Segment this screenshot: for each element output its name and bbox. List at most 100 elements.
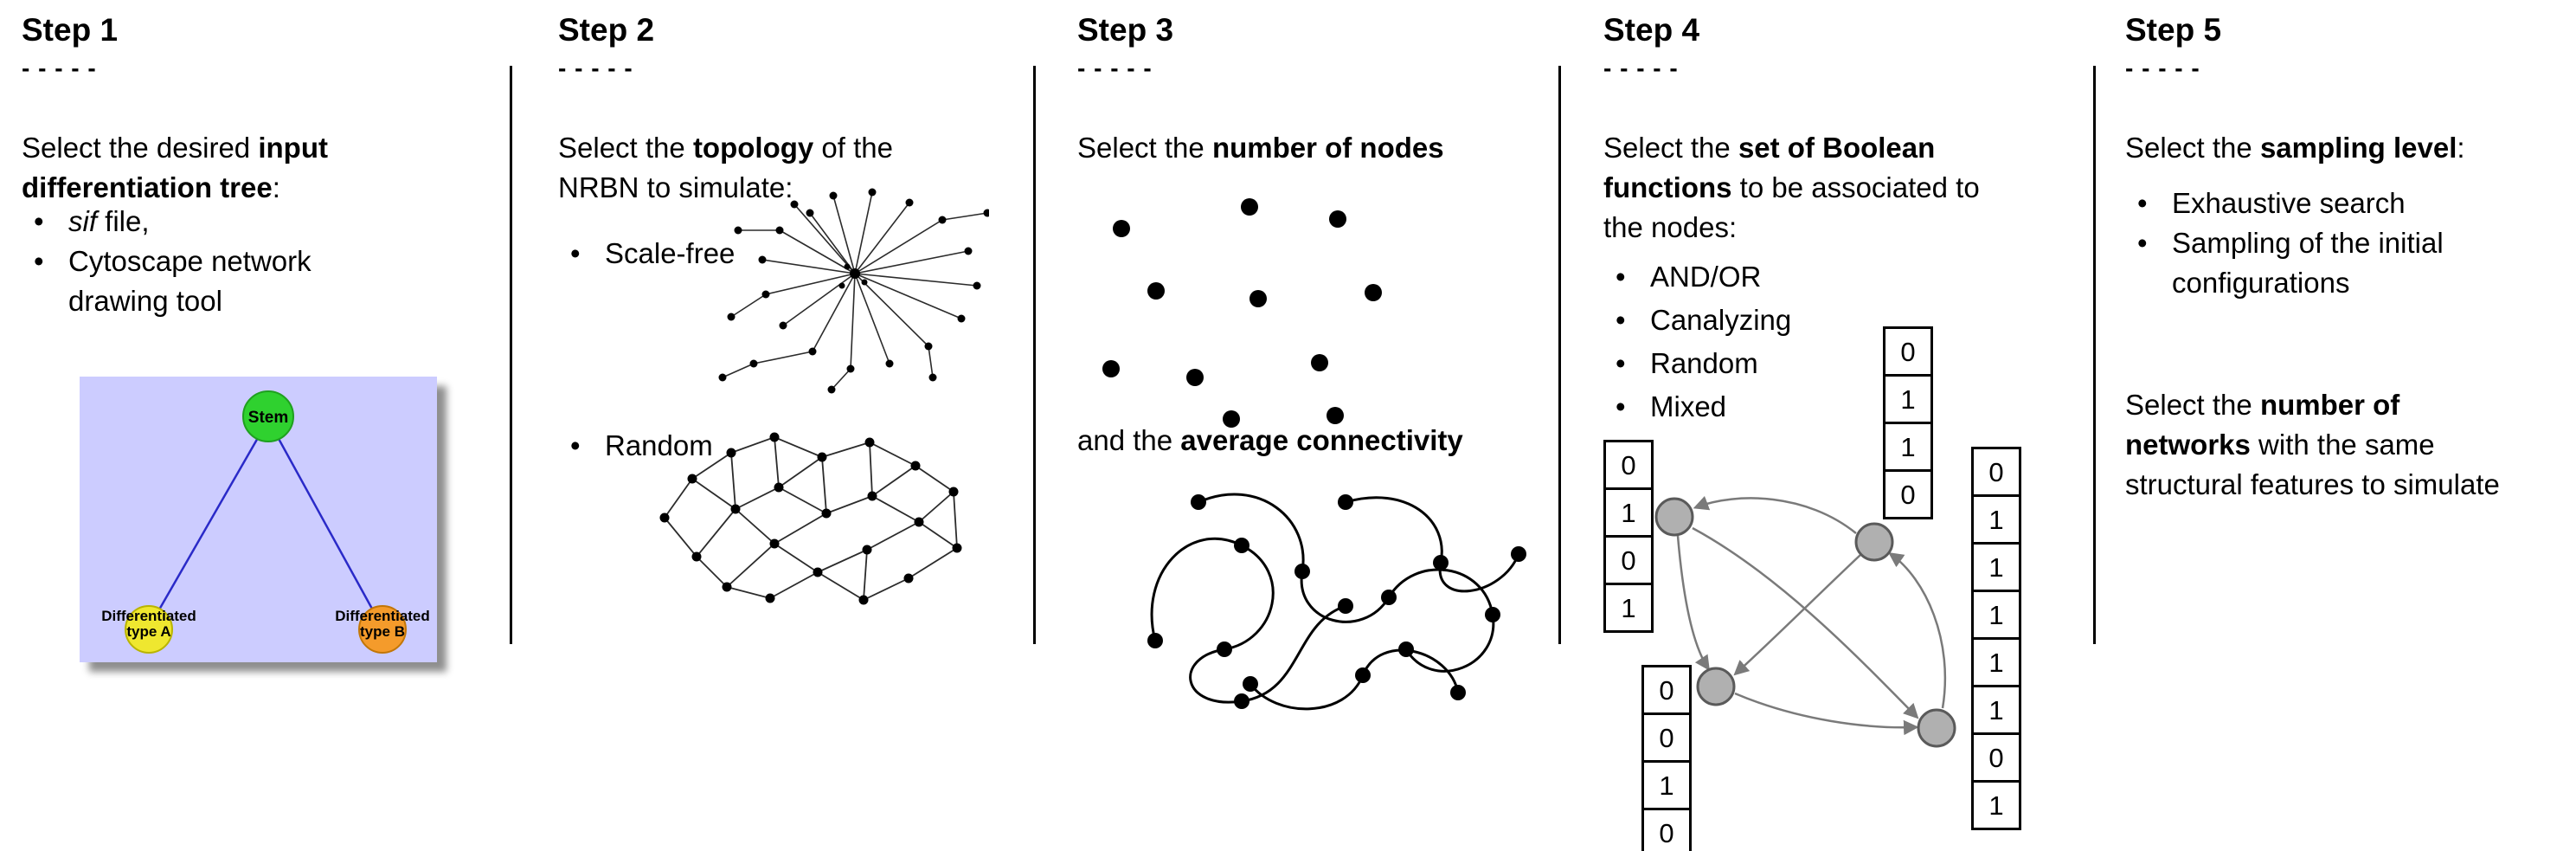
step5-bullets: • Exhaustive search • Sampling of the in… (2132, 184, 2518, 303)
truth-table-cell: 1 (1603, 487, 1654, 538)
truth-table-cell: 0 (1971, 732, 2021, 783)
truth-table-cell: 1 (1641, 760, 1692, 810)
bullet-marker: • (34, 245, 44, 277)
truth-table-cell: 1 (1971, 685, 2021, 735)
boolean-network-graph (1654, 495, 1956, 748)
step5-bullet-exhaustive: • Exhaustive search (2132, 184, 2518, 223)
exhaustive-search-label: Exhaustive search (2172, 187, 2406, 219)
truth-table-cell: 0 (1603, 440, 1654, 490)
step1-intro-colon: : (272, 171, 280, 203)
nodes-dots-figure (1102, 198, 1382, 428)
step4-intro-bold: set of Boolean functions (1603, 132, 1936, 203)
step3-intro-text: Select the (1077, 132, 1212, 164)
scale-free-nodes (718, 188, 989, 394)
differentiation-tree-figure: Stem Differentiated type A Differentiate… (80, 377, 437, 662)
truth-table-cell: 1 (1971, 542, 2021, 592)
step5-intro: Select the sampling level: (2125, 128, 2566, 168)
connectivity-tangle-figure (1147, 493, 1526, 711)
step3-title: Step 3 (1077, 12, 1174, 48)
step5-dashes: - - - - - (2125, 55, 2200, 81)
step1-bullet-sif: • sif file, (29, 202, 392, 242)
step4-bullet-random: • Random (1610, 344, 1791, 387)
tangle-curves (1150, 493, 1520, 711)
sif-italic: sif (68, 205, 97, 237)
truth-table-cell: 1 (1883, 422, 1933, 472)
truth-table-cell: 0 (1883, 469, 1933, 519)
step4-dashes: - - - - - (1603, 55, 1679, 81)
andor-label: AND/OR (1650, 261, 1762, 293)
networks-l2-text: with the same (2250, 429, 2435, 461)
step5-intro-colon: : (2457, 132, 2465, 164)
scale-free-label: Scale-free (605, 237, 736, 269)
network-nodes (1654, 497, 1956, 748)
truth-table-cell: 0 (1603, 535, 1654, 585)
bullet-marker: • (1616, 390, 1626, 422)
truth-table-cell: 0 (1641, 665, 1692, 715)
step1-bullet-sif-text: sif file, (68, 202, 150, 242)
truth-table-cell: 0 (1883, 326, 1933, 377)
truth-table-cell: 0 (1971, 447, 2021, 497)
bullet-marker: • (34, 205, 44, 237)
step2-dashes: - - - - - (558, 55, 633, 81)
truth-table-cell: 1 (1971, 590, 2021, 640)
divider-3 (1558, 66, 1561, 644)
stem-node (242, 390, 294, 442)
divider-2 (1033, 66, 1036, 644)
step4-title: Step 4 (1603, 12, 1700, 48)
random-functions-label: Random (1650, 347, 1758, 379)
step2-intro-rest: of the NRBN to simulate: (558, 132, 893, 203)
step2-bullet-scale-free: • Scale-free (565, 234, 735, 274)
bullet-marker: • (1616, 304, 1626, 336)
step3-connectivity-text: and the average connectivity (1077, 421, 1562, 461)
bullet-marker: • (570, 429, 581, 461)
bullet-marker: • (2137, 227, 2148, 259)
step1-title: Step 1 (22, 12, 119, 48)
step5-bullet-sampling: • Sampling of the initial configurations (2132, 223, 2518, 303)
networks-line-2: networks with the same (2125, 425, 2576, 465)
truth-table-cell: 1 (1971, 637, 2021, 687)
step4-bullet-andor: • AND/OR (1610, 257, 1791, 300)
step2-intro: Select the topology of the NRBN to simul… (558, 128, 956, 208)
type-a-label: Differentiated type A (101, 608, 196, 640)
step3-second-bold: average connectivity (1180, 424, 1463, 456)
truth-table-cell: 1 (1603, 583, 1654, 633)
step1-bullets: • sif file, • Cytoscape network drawing … (29, 202, 392, 321)
step3-dashes: - - - - - (1077, 55, 1153, 81)
canalyzing-label: Canalyzing (1650, 304, 1792, 336)
networks-l3-text: structural features to simulate (2125, 468, 2500, 500)
bullet-marker: • (2137, 187, 2148, 219)
step4-bullets: • AND/OR • Canalyzing • Random • Mixed (1610, 257, 1791, 430)
type-b-node (358, 605, 407, 654)
step1-intro-text: Select the desired (22, 132, 259, 164)
divider-4 (2093, 66, 2096, 644)
step3-intro-bold: number of nodes (1211, 132, 1444, 164)
random-nodes (659, 432, 962, 605)
dots (1102, 198, 1382, 428)
networks-l1-bold: number of (2259, 389, 2400, 421)
random-label: Random (605, 429, 713, 461)
bullet-marker: • (1616, 261, 1626, 293)
networks-l2-bold: networks (2125, 429, 2251, 461)
truth-table-cell: 0 (1641, 712, 1692, 763)
network-arrows (1676, 495, 1947, 736)
step1-intro-bold: input differentiation tree (22, 132, 328, 203)
random-network-figure (659, 432, 962, 605)
step3-second-text: and the (1077, 424, 1181, 456)
truth-table-cell: 0 (1641, 808, 1692, 851)
mixed-label: Mixed (1650, 390, 1727, 422)
type-a-node (125, 605, 173, 654)
type-b-label: Differentiated type B (335, 608, 430, 640)
step2-column: Step 2 - - - - - Select the topology of … (558, 0, 1025, 851)
bullet-marker: • (1616, 347, 1626, 379)
truth-table-cell: 1 (1883, 374, 1933, 424)
divider-1 (510, 66, 512, 644)
bullet-marker: • (570, 237, 581, 269)
step5-intro-text: Select the (2125, 132, 2260, 164)
step4-intro-text: Select the (1603, 132, 1738, 164)
step3-intro: Select the number of nodes (1077, 128, 1562, 168)
step4-intro-rest: to be associated to the nodes: (1603, 171, 1980, 243)
